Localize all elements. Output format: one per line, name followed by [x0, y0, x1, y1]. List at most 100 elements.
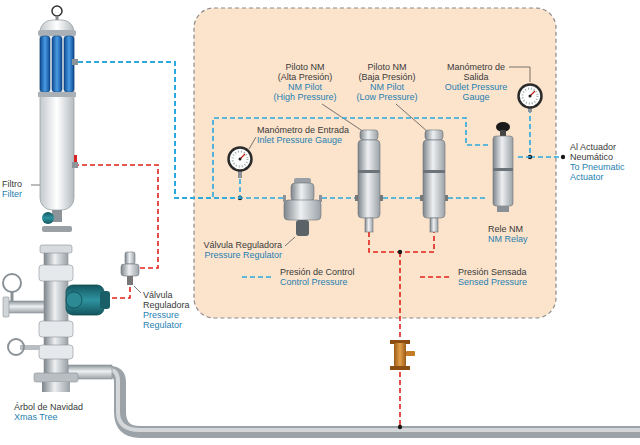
pressure-gauge-part-part — [233, 152, 248, 167]
pressure-regulator-part-part — [319, 195, 322, 202]
pilot-valve-part-part — [380, 195, 383, 201]
control-pressure-line — [518, 112, 530, 157]
component-label: Pressure Regulator — [196, 250, 282, 260]
filter-vessel-part-part — [72, 162, 78, 168]
label-group: Manómetro de EntradaInlet Pressure Gauge — [257, 125, 353, 145]
filter-vessel-part-part — [52, 36, 62, 92]
legend-text: Control Pressure — [280, 277, 348, 287]
component-label: Pressure Regulator — [143, 310, 193, 330]
label-group: Manómetro de SalidaOutlet Pressure Gauge — [438, 62, 514, 102]
label-group: Piloto NM (Alta Presión)NM Pilot (High P… — [266, 62, 344, 102]
filter-vessel-part-part — [38, 30, 76, 36]
label-group: FiltroFilter — [2, 179, 34, 199]
component-label: Rele NM — [488, 224, 538, 234]
pilot-valve-part-part — [358, 140, 380, 218]
pilot-valve-part-part — [423, 170, 445, 173]
pilot-valve-part-part — [423, 140, 445, 218]
label-group: Válvula ReguladoraPressure Regulator — [143, 290, 193, 330]
destination-label: To Pneumatic Actuator — [570, 162, 636, 182]
relay-valve-part-part — [493, 136, 513, 206]
legend-line-sample — [420, 276, 450, 278]
pressure-regulator-part-part — [121, 264, 139, 276]
legend-item: Presión de Control — [280, 267, 355, 277]
pilot-valve-part-part — [358, 170, 380, 173]
xmas-tree: Árbol de NavidadXmas Tree — [2, 245, 112, 392]
legend-item: Control Pressure — [280, 277, 348, 287]
leader-line — [134, 286, 141, 293]
valve-flange — [390, 366, 410, 370]
filter-vessel-part-part — [74, 155, 77, 162]
pilot-valve-part-part — [355, 195, 358, 201]
filter-vessel-part-part — [52, 6, 62, 16]
xmas-tree-part-part — [39, 321, 73, 337]
needle-valve — [390, 340, 415, 370]
label-group: Rele NMNM Relay — [488, 224, 538, 244]
xmas-tree-part — [2, 245, 112, 392]
junction-dots — [238, 155, 565, 429]
leader-line — [249, 137, 256, 149]
control-pressure-line — [78, 62, 240, 198]
actuator-line — [530, 156, 563, 158]
pressure-gauge: Manómetro de EntradaInlet Pressure Gauge — [227, 146, 253, 178]
pipeline — [96, 370, 640, 432]
control-pressure-line — [78, 62, 283, 198]
pressure-gauge-part-part — [529, 95, 532, 98]
relay-valve-part-part — [493, 168, 513, 171]
component-label: Piloto NM (Baja Presión) — [348, 62, 426, 82]
pressure-gauge-part — [517, 83, 543, 112]
component-label: Manómetro de Entrada — [257, 125, 353, 135]
junction-dot — [398, 250, 402, 254]
junction-dot — [398, 425, 402, 429]
junction-dot — [561, 155, 565, 159]
xmas-tree-part-part — [100, 291, 110, 309]
pilot-valve-part — [355, 130, 383, 232]
legend-line-sample — [242, 276, 272, 278]
label-group: Válvula ReguladoraPressure Regulator — [196, 240, 282, 260]
pressure-regulator-part-part — [296, 220, 309, 236]
pressure-gauge-part-part — [519, 85, 542, 108]
filter-vessel-part — [36, 4, 78, 234]
pressure-gauge-part — [227, 146, 253, 178]
sense-line — [399, 252, 401, 426]
pressure-gauge-part-part — [229, 148, 252, 171]
pressure-regulator-part-part — [283, 195, 286, 202]
component-label: Válvula Reguladora — [196, 240, 282, 250]
relay-valve-part — [488, 122, 518, 212]
pilot-valve-part-part — [360, 130, 378, 140]
xmas-tree-part-part — [39, 265, 73, 281]
pilot-valve: Piloto NM (Baja Presión)NM Pilot (Low Pr… — [420, 130, 448, 232]
label-group: Piloto NM (Baja Presión)NM Pilot (Low Pr… — [348, 62, 426, 102]
pressure-gauge-part-part — [239, 158, 242, 161]
component-label: Piloto NM (Alta Presión) — [266, 62, 344, 82]
component-label: NM Relay — [488, 234, 538, 244]
xmas-tree-part-part — [6, 301, 46, 313]
relay-valve: Rele NMNM Relay — [488, 122, 518, 212]
component-label: NM Pilot (High Pressure) — [266, 82, 344, 102]
xmas-tree-part-part — [40, 245, 72, 253]
control-pressure-line — [448, 197, 488, 199]
xmas-tree-part-part — [3, 274, 21, 292]
valve-body — [394, 343, 406, 367]
xmas-tree-part-part — [3, 297, 9, 317]
relay-valve-part-part — [497, 206, 509, 212]
xmas-tree-part-part — [66, 292, 82, 308]
relay-valve-part-part — [500, 130, 506, 136]
legend-text: Presión de Control — [280, 267, 355, 277]
pilot-valve: Piloto NM (Alta Presión)NM Pilot (High P… — [355, 130, 383, 232]
pipeline-body — [96, 372, 640, 432]
destination-label: Al Actuador Neumático — [570, 142, 636, 162]
pipeline-shine — [96, 370, 640, 430]
pilot-valve-part — [420, 130, 448, 232]
component-label: Xmas Tree — [14, 412, 114, 422]
pressure-regulator: Válvula ReguladoraPressure Regulator — [120, 252, 140, 285]
pressure-regulator-part-part — [284, 200, 321, 220]
pressure-regulator-part-part — [125, 252, 135, 264]
xmas-tree-part-part — [39, 345, 73, 359]
filter-vessel-part-part — [40, 20, 74, 210]
component-label: Filter — [2, 189, 34, 199]
filter-vessel-part-part — [40, 36, 50, 92]
pressure-gauge: Manómetro de SalidaOutlet Pressure Gauge — [517, 83, 543, 112]
control-panel — [194, 8, 556, 318]
component-label: Filtro — [2, 179, 34, 189]
